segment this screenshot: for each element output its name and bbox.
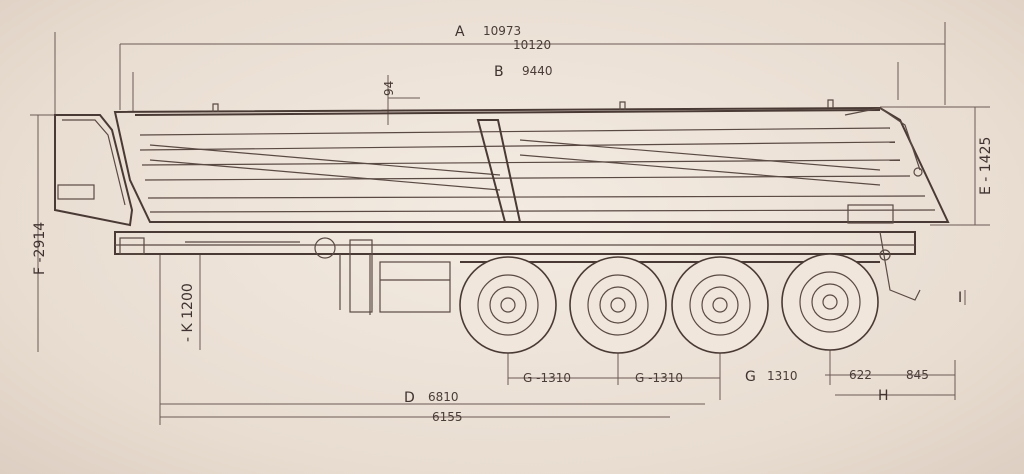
dimension-lines — [30, 22, 990, 425]
dim-a-letter: A — [455, 24, 465, 40]
dim-a2-value: 10120 — [513, 38, 551, 52]
dim-g2: G -1310 — [635, 371, 683, 385]
dim-d-letter: D — [404, 390, 415, 406]
tipper-body — [54, 99, 950, 227]
dim-g3-value: 1310 — [767, 369, 798, 383]
dim-f: F -2914 — [32, 222, 48, 275]
wheel-4 — [781, 253, 879, 351]
dim-g3-letter: G — [745, 369, 756, 385]
dim-r2: 845 — [906, 368, 929, 382]
dim-b-value: 9440 — [522, 64, 553, 78]
dim-g1: G -1310 — [523, 371, 571, 385]
dim-d-value: 6810 — [428, 390, 459, 404]
dim-b-letter: B — [494, 64, 504, 80]
dim-e: E - 1425 — [978, 137, 994, 195]
dim-top-offset: 94 — [382, 81, 396, 96]
wheel-3 — [671, 256, 769, 354]
dim-i: I — [958, 290, 962, 306]
dim-k: - K 1200 — [180, 283, 196, 342]
wheel-1 — [459, 256, 557, 354]
dim-d2-value: 6155 — [432, 410, 463, 424]
dim-h: H — [878, 388, 889, 404]
dim-r1: 622 — [849, 368, 872, 382]
dim-a-value: 10973 — [483, 24, 521, 38]
wheel-2 — [569, 256, 667, 354]
